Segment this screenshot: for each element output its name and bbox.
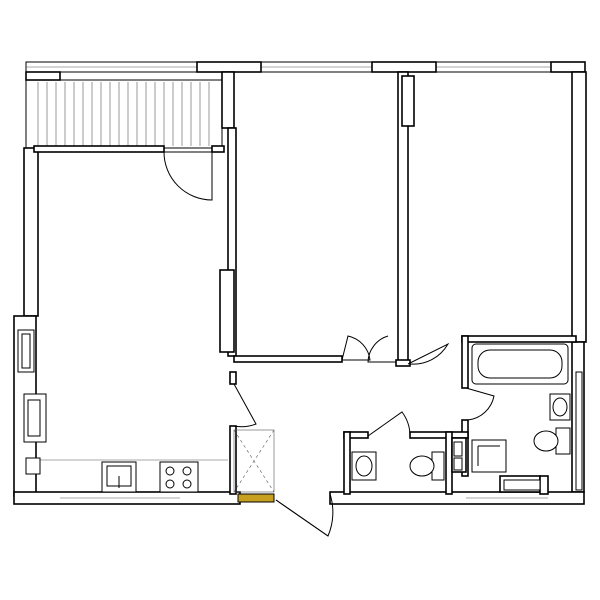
kitchen-sink-icon [101,461,137,493]
kitchen-counter [40,429,275,493]
entry-threshold [237,493,275,503]
window-icon [25,61,582,73]
outer-walls [13,61,587,505]
shaft-hatch [453,457,463,471]
radiator-icon [503,479,541,491]
door-icon [163,151,495,537]
shaft-hatch [453,441,463,457]
toilet-icon [409,451,445,481]
pipe-riser [575,371,583,491]
toilet-icon [533,427,571,455]
sink-icon [549,393,571,421]
balcony-railing [37,82,210,146]
stove-icon [159,461,199,493]
sink-icon [351,451,377,481]
balcony [25,79,223,149]
washing-machine-icon [471,439,507,473]
bathtub-icon [471,343,569,385]
radiator-icon [17,329,47,475]
interior-walls [33,71,577,495]
